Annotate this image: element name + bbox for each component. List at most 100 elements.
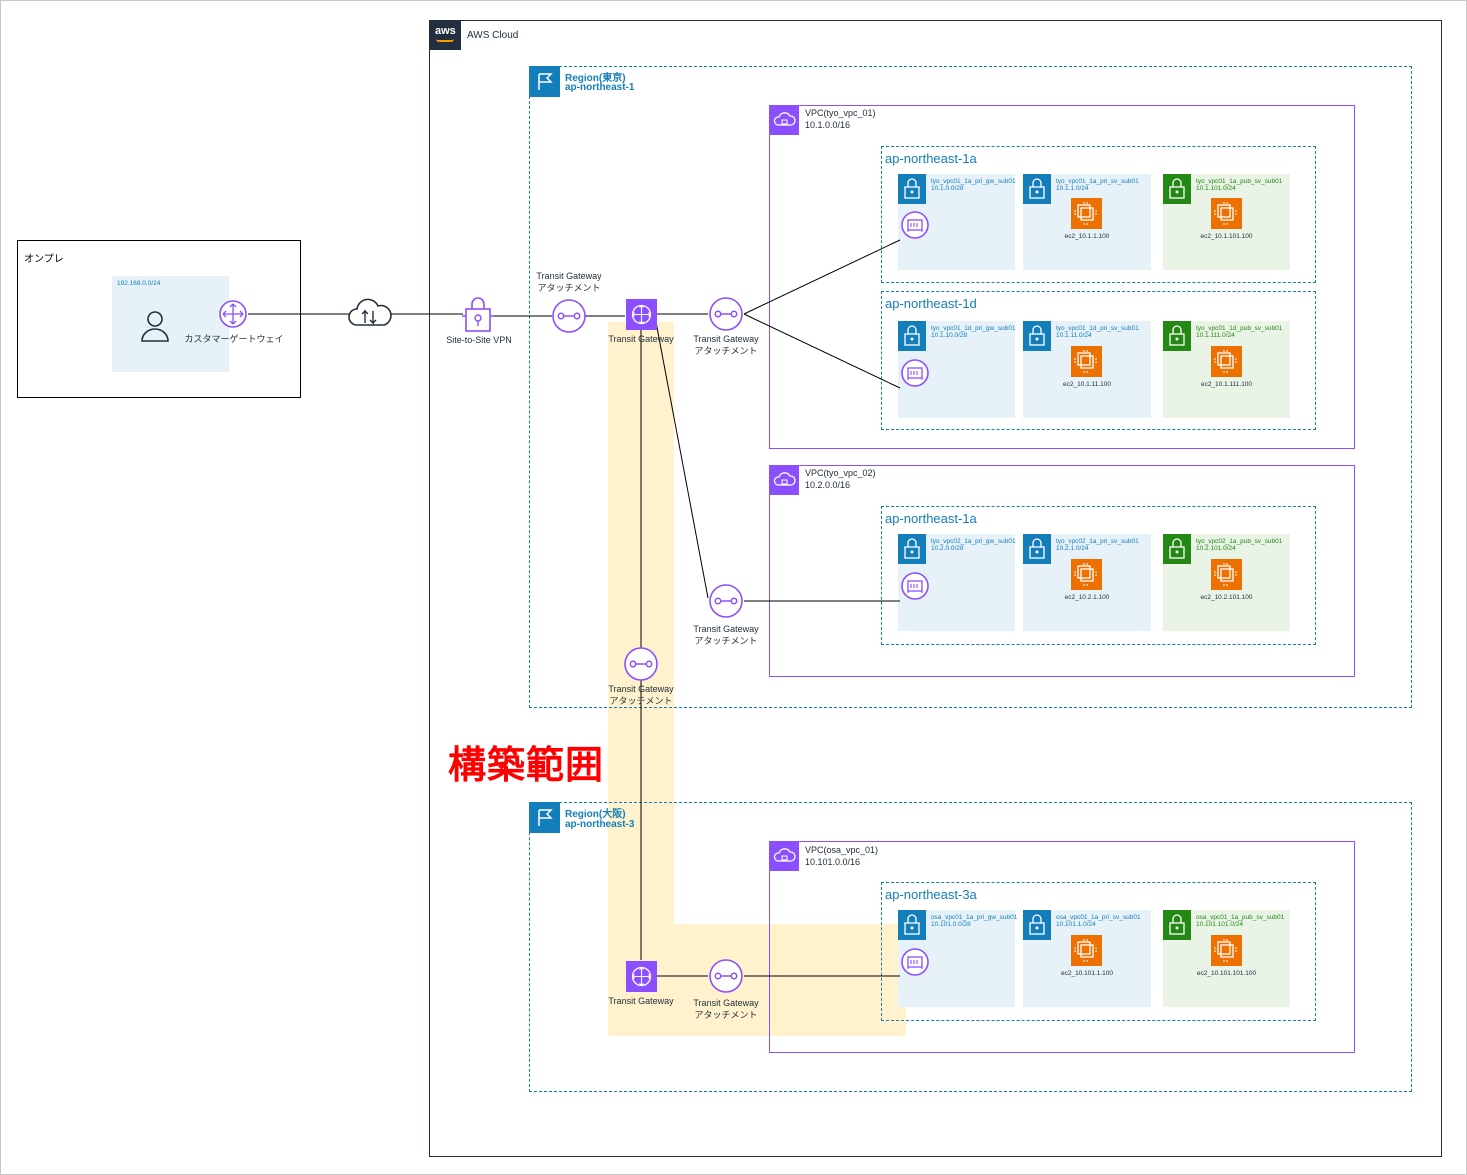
transit-gateway-attachment-icon (708, 583, 744, 619)
ec2-instance-label: ec2_10.1.1.100 (1064, 233, 1110, 240)
subnet-name: osa_vpc01_1a_pub_sv_sub01 (1196, 914, 1285, 921)
vpc-tyo-vpc-02 (769, 465, 1355, 677)
subnet-name: tyo_vpc01_1a_pri_sv_sub01 (1056, 178, 1139, 185)
subnet-cidr: 10.1.1.0/24 (1056, 185, 1089, 192)
region-osaka (529, 802, 1412, 1092)
lock-icon (1023, 910, 1051, 940)
subnet-name: tyo_vpc02_1a_pub_sv_sub01 (1196, 538, 1283, 545)
ec2-instance-label: ec2_10.101.101.100 (1196, 969, 1257, 977)
az-container (881, 882, 1316, 1021)
lock-icon (898, 534, 926, 564)
subnet-cidr: 10.1.101.0/24 (1196, 185, 1236, 192)
customer-gateway-label: カスタマーゲートウェイ (184, 334, 284, 344)
onprem-container (17, 240, 301, 398)
subnet-cidr: 10.1.10.0/28 (931, 332, 968, 339)
subnet-name: tyo_vpc01_1d_pri_gw_sub01 (931, 325, 1016, 332)
user-icon (140, 308, 170, 342)
subnet-cidr: 10.1.11.0/24 (1056, 332, 1092, 339)
vpc-cidr: 10.1.0.0/16 (805, 120, 851, 130)
customer-gateway-icon (218, 299, 248, 329)
internet-cloud-icon (347, 297, 393, 331)
vpc-cidr: 10.2.0.0/16 (805, 480, 851, 490)
subnet-cidr: 10.2.1.0/24 (1056, 545, 1089, 552)
transit-gateway-attachment-icon (708, 958, 744, 994)
subnet-cidr: 10.1.0.0/28 (931, 185, 964, 192)
subnet-name: tyo_vpc01_1a_pri_gw_sub01 (931, 178, 1016, 185)
ec2-instance-label: ec2_10.1.111.100 (1200, 380, 1253, 388)
region-tokyo-name: Region(東京) (565, 73, 626, 84)
az-name: ap-northeast-1a (885, 511, 977, 526)
attachment-label: アタッチメント (537, 283, 601, 293)
ec2-instance-icon (1210, 198, 1242, 229)
vpn-label: Site-to-Site VPN (446, 335, 512, 345)
subnet-name: tyo_vpc01_1d_pri_sv_sub01 (1056, 325, 1139, 332)
vpc-name: VPC(tyo_vpc_01) (805, 108, 876, 118)
onprem-cidr: 192.168.0.0/24 (117, 280, 161, 287)
region-tokyo (529, 66, 1412, 708)
network-interface-icon (900, 358, 930, 388)
subnet-cidr: 10.2.101.0/24 (1196, 545, 1236, 552)
ec2-instance-label: ec2_10.1.101.100 (1200, 233, 1253, 240)
lock-icon (1023, 534, 1051, 564)
link-att-eni-1a (743, 239, 901, 315)
ec2-instance-label: ec2_10.2.101.100 (1200, 593, 1253, 601)
subnet-cidr: 10.1.111.0/24 (1196, 332, 1235, 339)
lock-icon (898, 910, 926, 940)
vpc-name: VPC(tyo_vpc_02) (805, 468, 876, 478)
ec2-instance-label: ec2_10.101.1.100 (1060, 969, 1114, 977)
aws-cloud-label: AWS Cloud (467, 30, 519, 41)
az-container (881, 506, 1316, 645)
lock-icon (1163, 534, 1191, 564)
lock-icon (1163, 910, 1191, 940)
transit-gateway-icon (626, 299, 657, 330)
lock-icon (1163, 174, 1191, 204)
vpc-tyo-vpc-01 (769, 105, 1355, 449)
lock-icon (1023, 321, 1051, 351)
az-container (881, 146, 1316, 283)
az-name: ap-northeast-1a (885, 151, 977, 166)
transit-gateway-attachment-icon (551, 298, 587, 334)
link-att-eni-1d (743, 313, 901, 389)
transit-gateway-icon (626, 961, 657, 992)
ec2-instance-icon (1210, 345, 1242, 377)
vpc-icon (769, 465, 799, 495)
attachment-label: アタッチメント (694, 346, 758, 356)
onprem-title: オンプレ (24, 254, 64, 265)
site-to-site-vpn-icon (461, 295, 495, 333)
region-flag-icon (529, 66, 560, 97)
subnet-name: tyo_vpc01_1d_pub_sv_sub01 (1196, 325, 1283, 332)
network-interface-icon (900, 210, 930, 240)
vpc-cidr: 10.101.0.0/16 (805, 857, 861, 867)
subnet-name: osa_vpc01_1a_pri_sv_sub01 (1056, 914, 1141, 921)
subnet-name: tyo_vpc01_1a_pub_sv_sub01 (1196, 178, 1283, 185)
ec2-instance-icon (1210, 558, 1242, 590)
subnet-cidr: 10.101.1.0/24 (1056, 921, 1096, 928)
lock-icon (1023, 174, 1051, 204)
scope-highlight-horizontal (608, 924, 906, 1036)
attachment-label: Transit Gateway (693, 624, 759, 634)
lock-icon (1163, 321, 1191, 351)
lock-icon (898, 174, 926, 204)
transit-gateway-attachment-icon (708, 296, 744, 332)
region-osaka-name: Region(大阪) (565, 809, 626, 820)
attachment-label: Transit Gateway (536, 271, 602, 281)
attachment-label: Transit Gateway (693, 334, 759, 344)
transit-gateway-label: Transit Gateway (608, 334, 674, 344)
az-container (881, 291, 1316, 430)
vpc-icon (769, 105, 799, 135)
subnet-name: osa_vpc01_1a_pri_gw_sub01 (931, 914, 1018, 921)
subnet-name: tyo_vpc02_1a_pri_gw_sub01 (931, 538, 1016, 545)
region-flag-icon (529, 802, 560, 833)
aws-logo-icon: aws (429, 20, 461, 50)
ec2-instance-icon (1071, 934, 1102, 966)
aws-cloud-container (429, 20, 1442, 1157)
